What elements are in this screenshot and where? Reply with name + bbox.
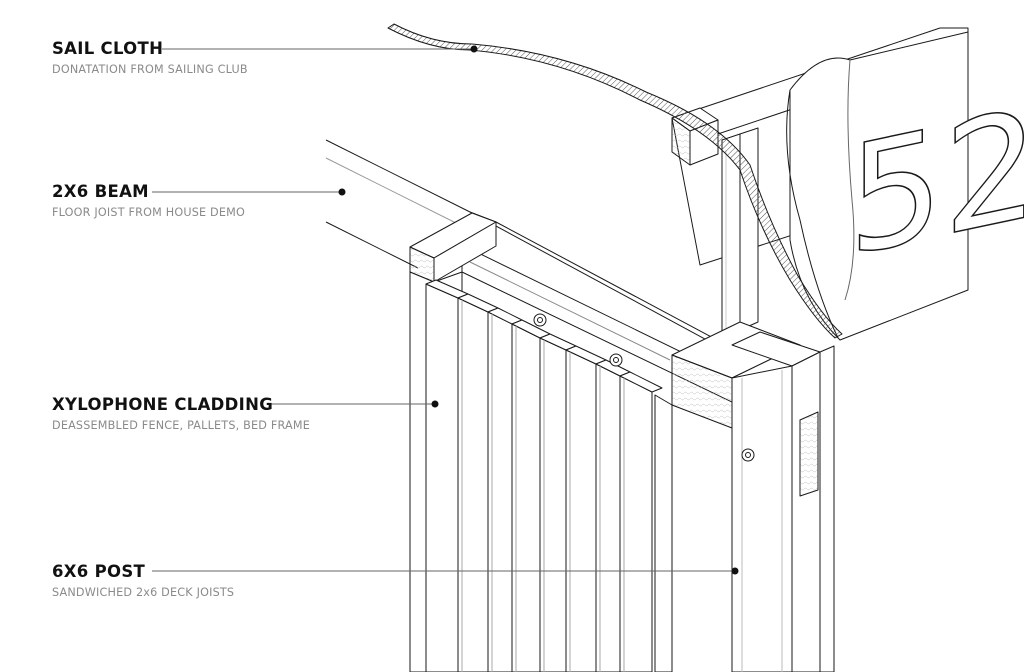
bolt-icon xyxy=(609,353,623,367)
leader-dot xyxy=(470,45,478,53)
xylophone-cladding xyxy=(409,271,663,672)
leader-dot xyxy=(731,567,739,575)
callout-subtitle: DONATATION FROM SAILING CLUB xyxy=(52,63,248,76)
leader-dot xyxy=(431,400,439,408)
bolt-icon xyxy=(741,448,755,462)
callout-title: XYLOPHONE CLADDING xyxy=(52,395,274,414)
leader-lines xyxy=(152,48,735,572)
callout-title: 6X6 POST xyxy=(52,562,146,581)
callout-subtitle: SANDWICHED 2x6 DECK JOISTS xyxy=(52,586,235,599)
bolt-icon xyxy=(533,313,547,327)
callout-beam: 2X6 BEAM FLOOR JOIST FROM HOUSE DEMO xyxy=(52,182,245,220)
callout-subtitle: DEASSEMBLED FENCE, PALLETS, BED FRAME xyxy=(52,419,310,432)
callout-title: SAIL CLOTH xyxy=(52,39,164,58)
callout-cladding: XYLOPHONE CLADDING DEASSEMBLED FENCE, PA… xyxy=(52,395,310,433)
six-by-six-post xyxy=(654,321,835,672)
leader-dot xyxy=(338,188,346,196)
callout-subtitle: FLOOR JOIST FROM HOUSE DEMO xyxy=(52,206,246,219)
callout-title: 2X6 BEAM xyxy=(52,182,149,201)
callout-sail-cloth: SAIL CLOTH DONATATION FROM SAILING CLUB xyxy=(52,39,248,77)
sail-number: 52 xyxy=(848,75,1024,291)
sail-cloth xyxy=(387,23,969,341)
callout-post: 6X6 POST SANDWICHED 2x6 DECK JOISTS xyxy=(52,562,234,600)
